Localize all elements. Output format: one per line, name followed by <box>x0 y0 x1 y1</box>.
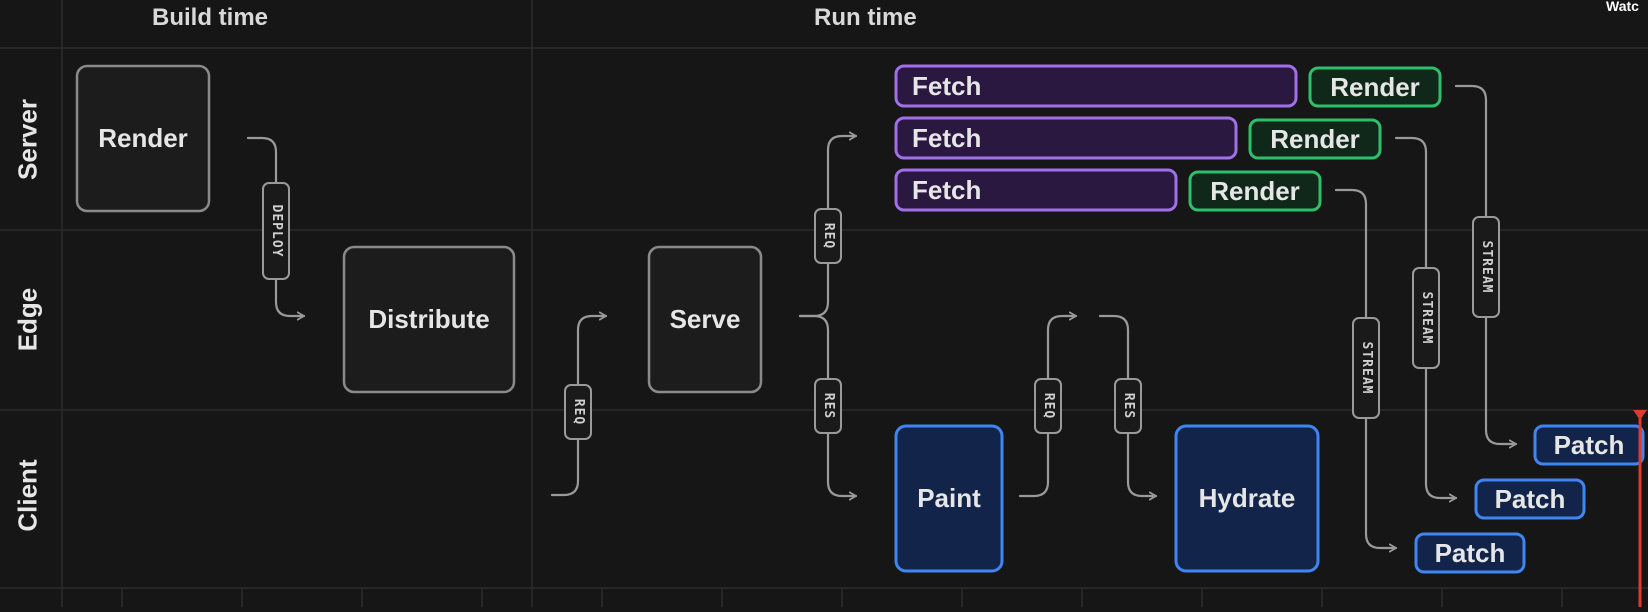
res-edge-hydrate-pill <box>1114 378 1142 434</box>
patch-pill-1 <box>1414 532 1526 574</box>
req-client-edge-pill <box>564 384 592 440</box>
render-pill-3 <box>1188 170 1322 212</box>
connector-pills <box>262 182 1500 440</box>
res-edge-client-label: RES <box>821 392 836 420</box>
fetch-bar-3 <box>894 168 1178 212</box>
column-header-run-time: Run time <box>814 4 917 31</box>
fetch-bar-2 <box>894 116 1238 160</box>
row-label-client: Client <box>12 459 43 532</box>
stream-1-pill <box>1352 317 1380 419</box>
stream-2-pill <box>1412 267 1440 369</box>
stream-1-label: STREAM <box>1359 341 1374 395</box>
column-header-build-time: Build time <box>152 4 269 31</box>
res-edge-hydrate-label: RES <box>1121 392 1136 420</box>
build-render-node <box>75 64 211 213</box>
hydrate-node <box>1174 424 1320 573</box>
req-edge-server-pill <box>814 208 842 264</box>
row-label-edge: Edge <box>12 287 43 352</box>
render-pills <box>1188 66 1442 212</box>
req-edge-server-label: REQ <box>821 222 836 250</box>
distribute-node <box>342 245 516 394</box>
gray-nodes <box>75 64 763 394</box>
client-nodes <box>894 424 1645 574</box>
serve-node <box>647 245 763 394</box>
render-pill-1 <box>1308 66 1442 108</box>
patch-pill-2 <box>1474 478 1586 520</box>
req-paint-edge-pill <box>1034 378 1062 434</box>
playhead[interactable] <box>1633 410 1647 607</box>
res-edge-client-pill <box>814 378 842 434</box>
patch-pill-3 <box>1533 424 1645 466</box>
render-pill-2 <box>1248 118 1382 160</box>
req-paint-edge-label: REQ <box>1041 392 1056 420</box>
stream-3-label: STREAM <box>1479 240 1494 294</box>
stream-3-pill <box>1472 216 1500 318</box>
row-label-server: Server <box>12 99 43 180</box>
deploy-label: DEPLOY <box>269 204 284 258</box>
deploy-pill <box>262 182 290 280</box>
fetch-bar-1 <box>894 64 1298 108</box>
req-client-edge-label: REQ <box>571 398 586 426</box>
paint-node <box>894 424 1004 573</box>
watch-overlay-text[interactable]: Watc <box>1606 0 1639 14</box>
fetch-bars <box>894 64 1298 212</box>
stream-2-label: STREAM <box>1419 291 1434 345</box>
